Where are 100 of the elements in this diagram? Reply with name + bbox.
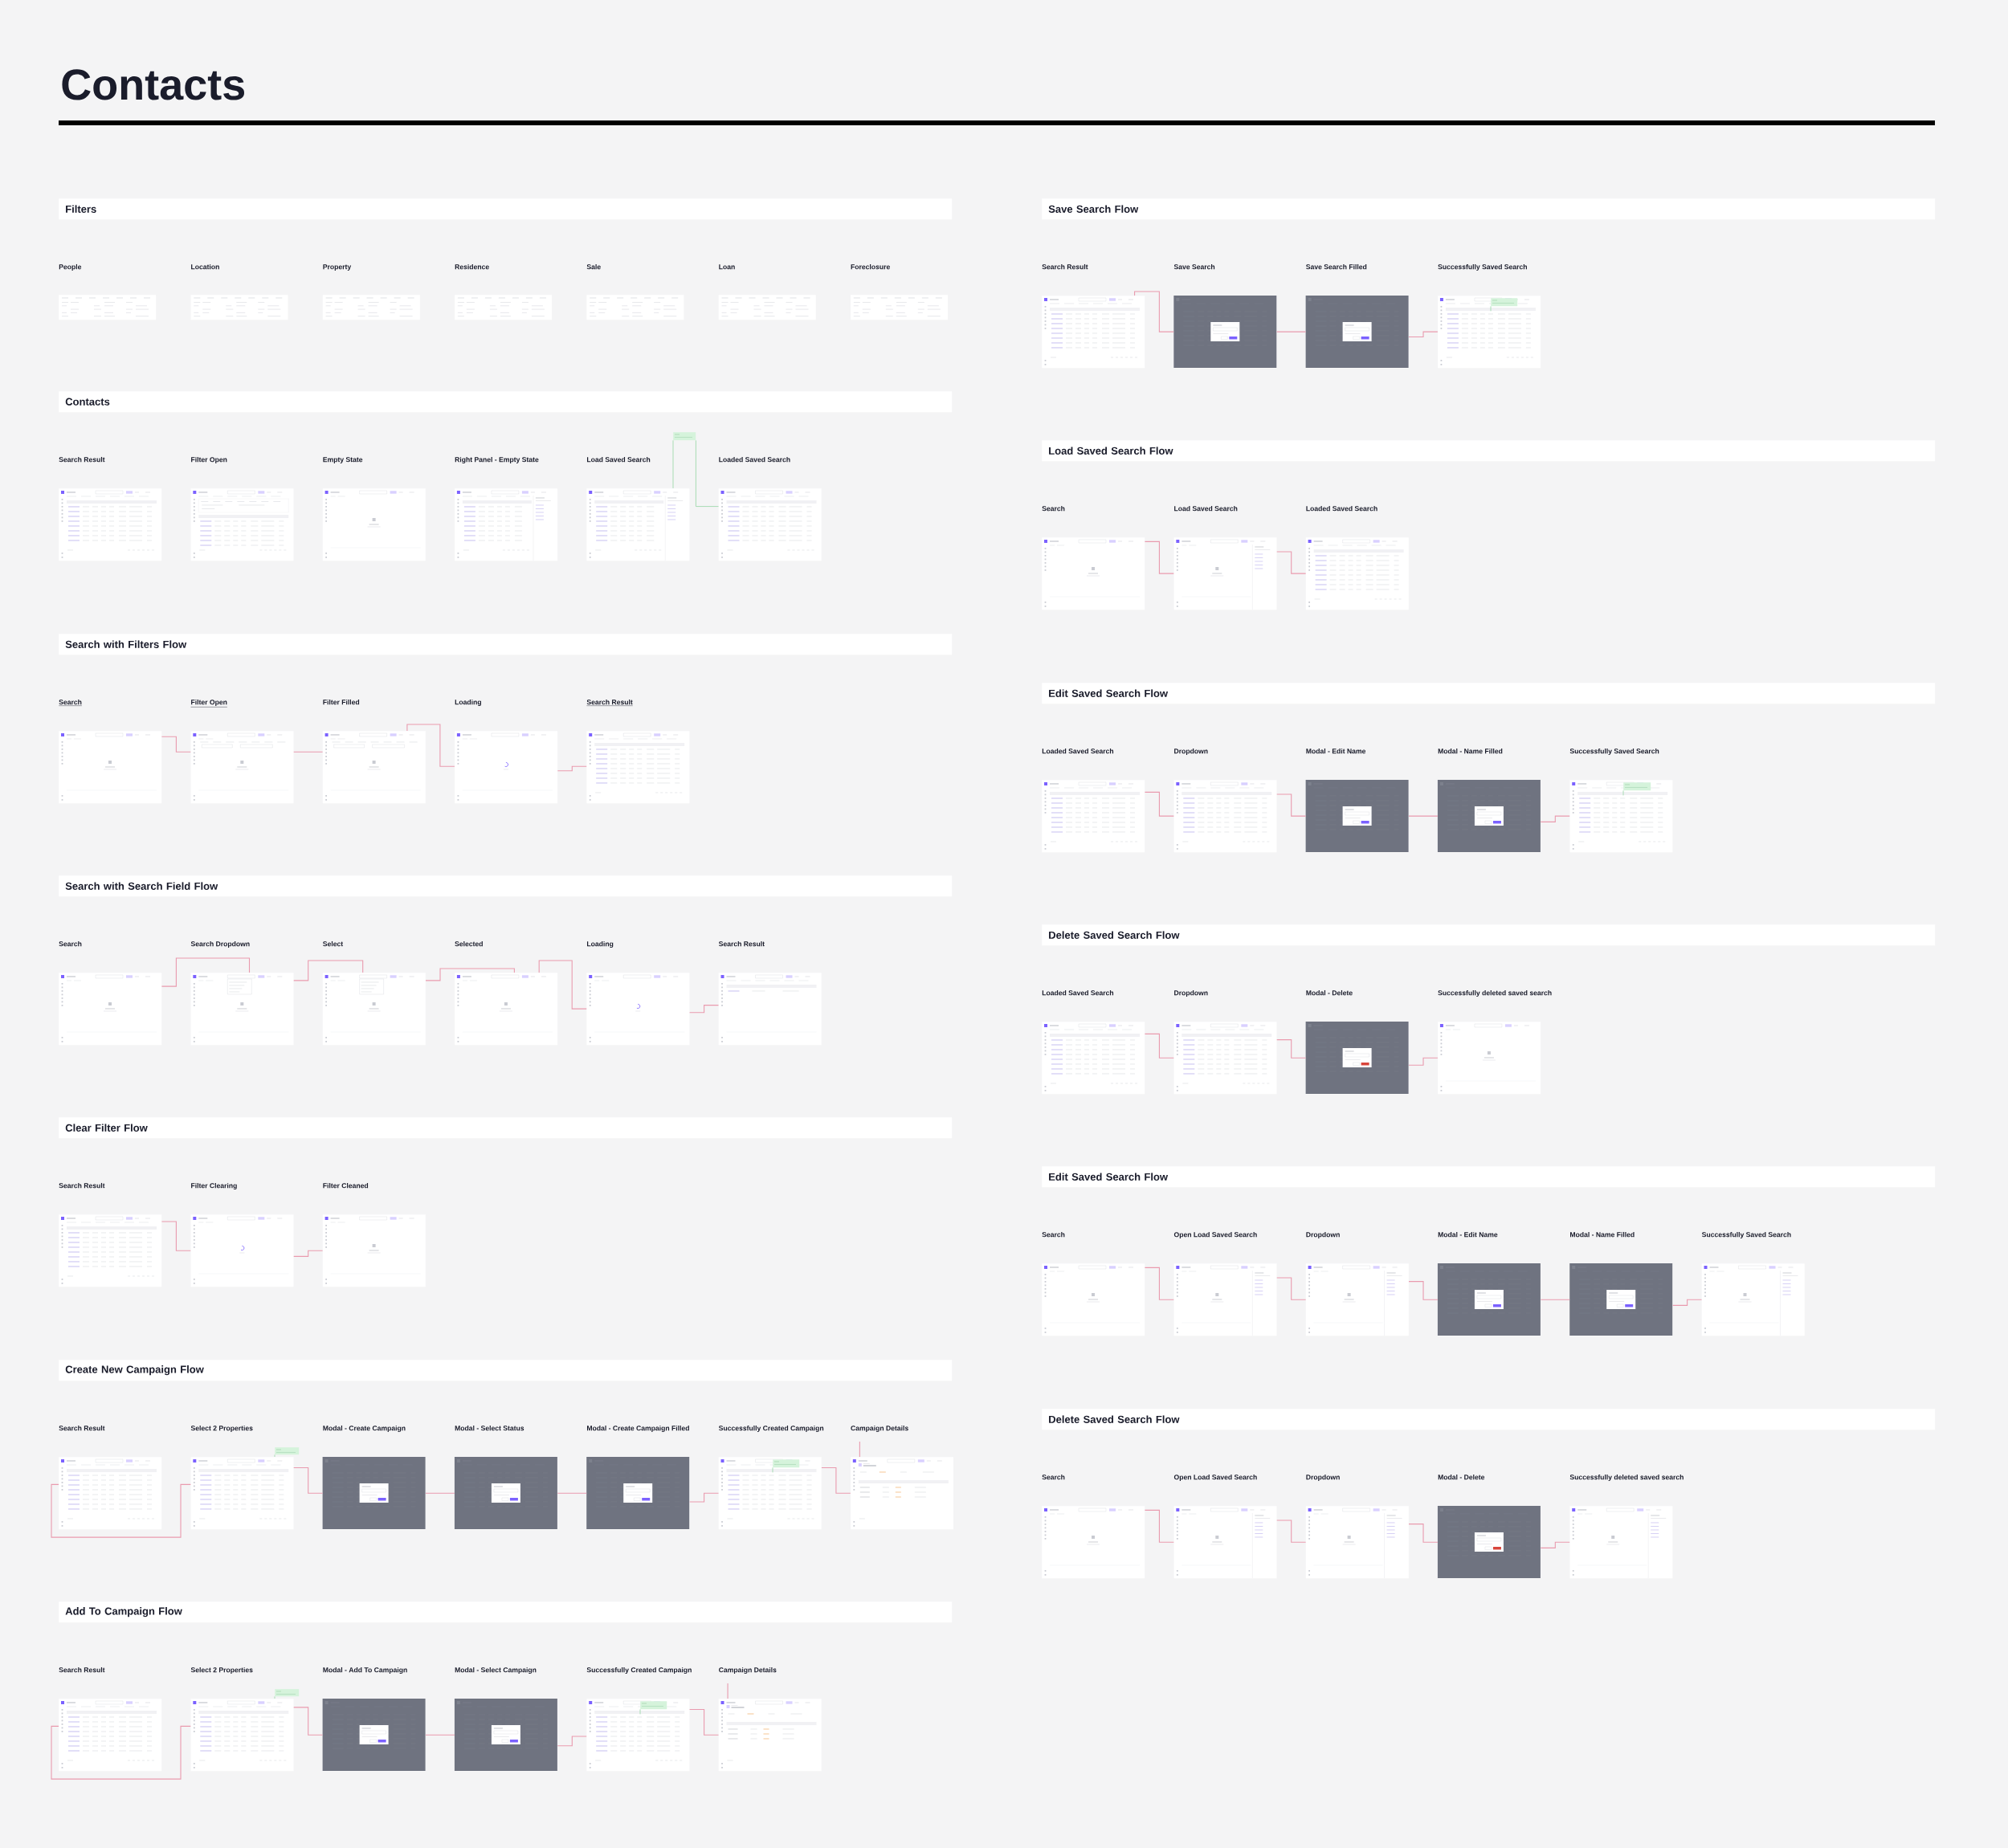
screen-title: Empty State — [323, 457, 363, 463]
connector-line — [1144, 1509, 1174, 1543]
connector-line — [161, 736, 191, 753]
sticky-note — [1623, 782, 1651, 791]
screen-title: Dropdown — [1306, 1231, 1340, 1238]
screen-title: Filter Clearing — [191, 1182, 237, 1189]
sticky-note — [275, 1447, 300, 1455]
connector-line — [161, 957, 251, 987]
screen-title: Search — [1042, 505, 1065, 512]
connector-line — [1276, 793, 1307, 817]
leader-line — [1490, 305, 1492, 312]
section-band: Clear Filter Flow — [59, 1117, 953, 1139]
screen-title: Loaded Saved Search — [1306, 505, 1377, 512]
connector-line — [1144, 1033, 1174, 1059]
connector-line — [406, 724, 455, 767]
connector-line — [1672, 1299, 1703, 1306]
leader-line — [672, 439, 674, 489]
screen-title: Search Result — [1042, 263, 1088, 270]
connector-line — [161, 1221, 191, 1251]
screen-title: Loaded Saved Search — [719, 456, 790, 463]
section-band: Add To Campaign Flow — [59, 1601, 953, 1623]
connector-line — [425, 968, 515, 981]
section-band: Edit Saved Search Flow — [1042, 683, 1936, 704]
connector-line — [538, 960, 587, 1010]
page-title: Contacts — [62, 69, 244, 100]
connector-line — [1144, 791, 1174, 817]
screen-title: Successfully Saved Search — [1438, 263, 1527, 271]
connector-line — [821, 1467, 851, 1494]
sticky-note — [1491, 298, 1518, 307]
screen-title: Modal - Delete — [1438, 1474, 1485, 1480]
connector-line — [1276, 551, 1307, 574]
section-band: Search with Filters Flow — [59, 634, 953, 655]
sticky-note — [640, 1701, 667, 1710]
screen-title: Dropdown — [1306, 1474, 1340, 1481]
connector-line — [1144, 1267, 1174, 1300]
screen-title: Search Result — [59, 1182, 105, 1189]
connector-line — [1540, 815, 1570, 822]
screen-title: Select 2 Properties — [190, 1666, 253, 1674]
screen-title: Successfully deleted saved search — [1438, 989, 1552, 997]
connector-line — [1276, 1520, 1307, 1543]
screen-title: Loaded Saved Search — [1042, 748, 1114, 754]
screen-title: Select — [323, 940, 344, 947]
screen-title: Search Result — [59, 456, 105, 463]
screen-title: Load Saved Search — [587, 456, 651, 463]
connector-line — [557, 1492, 587, 1494]
connector-line — [293, 751, 324, 753]
screen-title: Property — [323, 264, 352, 271]
screen-title: Dropdown — [1174, 748, 1208, 755]
connector-line — [1540, 1541, 1570, 1548]
screen-title: Search Result — [586, 699, 633, 706]
section-band: Filters — [59, 198, 953, 220]
screen-title: Successfully Created Campaign — [718, 1425, 824, 1432]
connector-line — [1408, 331, 1439, 338]
sticky-note — [673, 432, 696, 441]
screen-title: Filter Open — [191, 456, 227, 463]
screen-title: Open Load Saved Search — [1173, 1474, 1257, 1481]
connector-line — [1276, 331, 1307, 332]
screen-title: Modal - Select Status — [455, 1425, 524, 1431]
connector-line — [1408, 815, 1439, 817]
connector-line — [1408, 1057, 1439, 1066]
sticky-note — [275, 1689, 300, 1697]
leader-line — [1622, 789, 1624, 796]
sticky-note — [773, 1459, 800, 1468]
screen-title: Modal - Create Campaign — [323, 1425, 406, 1432]
screen-title: Modal - Create Campaign Filled — [587, 1425, 689, 1432]
connector-line — [689, 1709, 720, 1736]
screen-title: Select 2 Properties — [190, 1425, 253, 1432]
screen-title: Search Dropdown — [190, 940, 250, 948]
section-band: Edit Saved Search Flow — [1042, 1166, 1936, 1188]
connector-line — [1540, 1299, 1570, 1300]
connector-line — [727, 1683, 729, 1699]
leader-line — [639, 1708, 641, 1715]
screen-title: Loading — [587, 940, 614, 948]
screen-title: Dropdown — [1174, 989, 1208, 997]
screen-title: Loan — [719, 264, 735, 270]
screen-title: Search — [59, 699, 83, 706]
screen-title: Search Result — [59, 1666, 105, 1673]
connector-line — [293, 1467, 324, 1494]
section-band: Delete Saved Search Flow — [1042, 924, 1936, 946]
screen-title: Modal - Edit Name — [1438, 1231, 1498, 1238]
connector-line — [1134, 291, 1174, 332]
screen-title: Filter Filled — [323, 699, 360, 705]
connector-line — [689, 1492, 720, 1503]
screen-title: Campaign Details — [719, 1666, 777, 1674]
screen-title: Save Search Filled — [1306, 263, 1367, 270]
section-band: Save Search Flow — [1042, 198, 1936, 220]
screen-title: Search Result — [718, 940, 765, 947]
leader-line — [274, 1454, 275, 1458]
screen-title: Open Load Saved Search — [1173, 1231, 1257, 1238]
connector-line — [51, 1725, 191, 1780]
screen-title: Foreclosure — [851, 263, 890, 270]
screen-title: Loaded Saved Search — [1042, 989, 1114, 996]
section-band: Delete Saved Search Flow — [1042, 1409, 1936, 1430]
screen-title: Successfully Saved Search — [1569, 748, 1659, 755]
screen-title: Modal - Delete — [1306, 989, 1353, 996]
connector-line — [557, 1736, 587, 1747]
connector-line — [1408, 1281, 1439, 1300]
screen-title: Search — [59, 940, 82, 947]
screen-title: Selected — [455, 940, 483, 947]
leader-line — [274, 1695, 275, 1699]
